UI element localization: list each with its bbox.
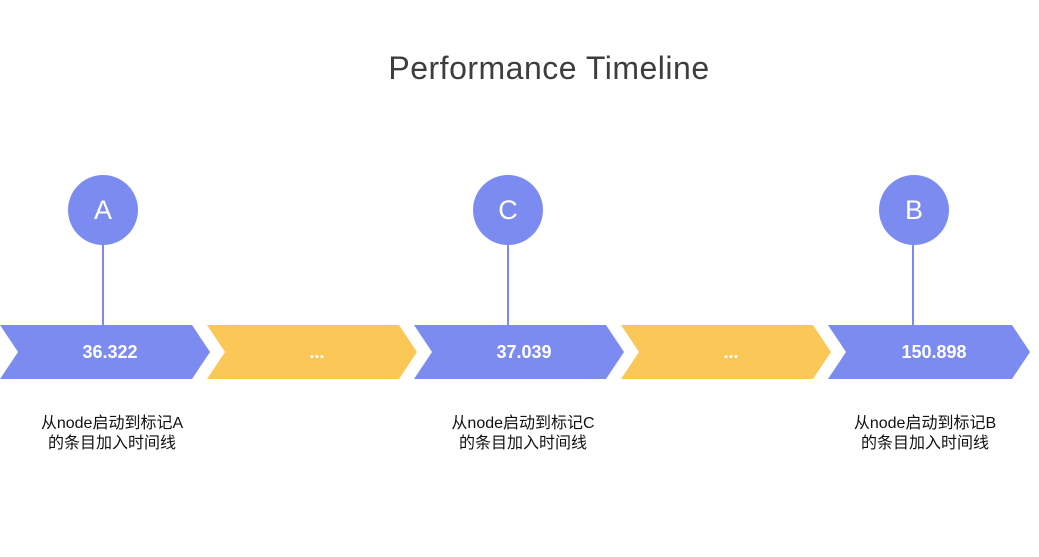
marker-label-b-line1: 从node启动到标记B [853, 415, 997, 432]
marker-label-c-line2: 的条目加入时间线 [458, 435, 587, 452]
timeline-segment-gap-1: ... [207, 325, 417, 379]
segment-ellipsis-2: ... [723, 341, 739, 362]
segment-value-a: 36.322 [82, 341, 138, 362]
timeline-segment-gap-2: ... [621, 325, 831, 379]
segment-value-b: 150.898 [901, 341, 967, 362]
page-title: Performance Timeline [388, 50, 710, 86]
segment-ellipsis-1: ... [309, 341, 325, 362]
marker-label-a: 从node启动到标记A 的条目加入时间线 [2, 414, 222, 454]
segment-value-c: 37.039 [496, 341, 552, 362]
marker-label-b: 从node启动到标记B 的条目加入时间线 [815, 414, 1035, 454]
marker-label-a-line1: 从node启动到标记A [40, 415, 184, 432]
timeline-segment-b: 150.898 [828, 325, 1030, 379]
marker-label-c: 从node启动到标记C 的条目加入时间线 [413, 414, 633, 454]
marker-circle-c: C [473, 175, 543, 245]
marker-stem-c [507, 244, 509, 326]
marker-label-c-line1: 从node启动到标记C [451, 415, 595, 432]
marker-stem-b [912, 244, 914, 326]
marker-letter-b: B [904, 194, 923, 225]
timeline-segment-c: 37.039 [414, 325, 624, 379]
marker-letter-c: C [498, 194, 518, 225]
marker-label-a-line2: 的条目加入时间线 [47, 435, 176, 452]
marker-circle-b: B [879, 175, 949, 245]
timeline-segment-a: 36.322 [0, 325, 210, 379]
marker-letter-a: A [93, 194, 112, 225]
marker-stem-a [102, 244, 104, 326]
marker-circle-a: A [68, 175, 138, 245]
marker-label-b-line2: 的条目加入时间线 [860, 435, 989, 452]
